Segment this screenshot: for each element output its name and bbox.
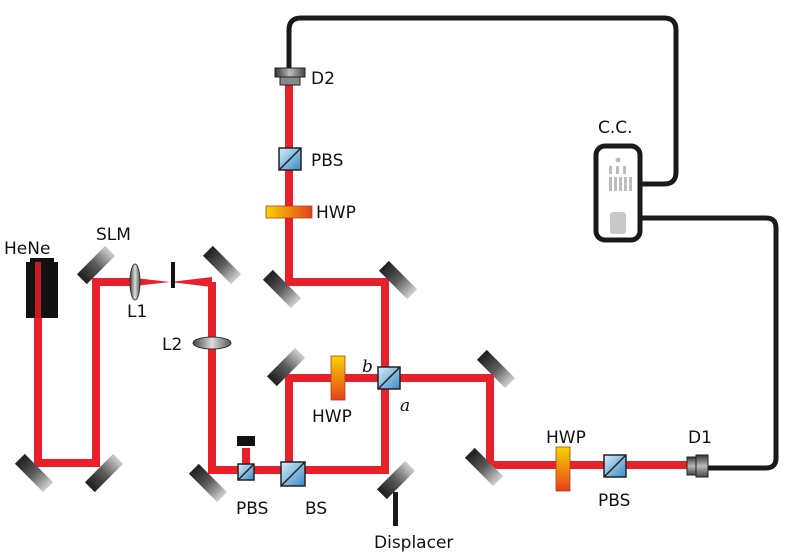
label-l1: L1 <box>127 302 147 322</box>
cable-d2-to-cc <box>286 15 679 187</box>
label-hwp-top: HWP <box>316 203 356 223</box>
label-slm: SLM <box>96 225 131 245</box>
mirror-right-top <box>476 349 516 389</box>
cables <box>286 15 779 471</box>
mirror-top-left-loop <box>262 269 302 309</box>
mirror-inner-left <box>266 347 306 387</box>
label-displacer: Displacer <box>374 533 453 553</box>
beam-to-d1 <box>385 374 695 469</box>
labels: HeNe SLM L1 L2 D2 PBS HWP C.C. HWP b a P… <box>4 69 712 553</box>
label-port-b: b <box>362 357 373 377</box>
label-pbs-left: PBS <box>236 499 268 519</box>
cube-bs <box>280 461 306 487</box>
label-d1: D1 <box>688 428 712 448</box>
hwp-right <box>555 446 571 492</box>
beam-expand-section <box>170 277 212 287</box>
beam-dump <box>237 436 255 446</box>
beam-bs-upper-loop <box>285 374 385 470</box>
label-pbs-top: PBS <box>311 151 343 171</box>
coincidence-counter <box>593 143 643 243</box>
label-l2: L2 <box>162 335 182 355</box>
cube-pbs-top <box>278 147 302 171</box>
mirror-top-right-loop <box>378 260 418 300</box>
lens-l2 <box>192 336 232 350</box>
mirror-after-focus <box>202 245 242 285</box>
beam-l2-to-bs <box>208 70 389 474</box>
displacer-rod <box>393 492 398 526</box>
label-port-a: a <box>400 396 410 416</box>
lens-l1 <box>129 263 141 301</box>
beam-splitter-cubes <box>237 147 627 487</box>
mirrors <box>14 245 516 503</box>
mirror-bottom-2 <box>84 453 124 493</box>
beam-hene-to-slm <box>34 268 135 467</box>
mirror-bottom-left <box>14 453 54 493</box>
hene-laser <box>26 258 58 318</box>
hwp-mid <box>330 355 346 401</box>
cube-a-b <box>377 366 401 390</box>
mirror-slm <box>76 245 116 285</box>
label-pbs-right: PBS <box>598 491 630 511</box>
cube-pbs-left <box>237 463 255 481</box>
mirror-under-l2 <box>188 463 228 503</box>
mirror-right-bottom <box>464 447 504 487</box>
hwp-top <box>265 205 313 219</box>
label-hene: HeNe <box>4 239 50 259</box>
label-hwp-mid: HWP <box>312 407 352 427</box>
label-d2: D2 <box>311 69 335 89</box>
cube-pbs-right <box>603 454 627 478</box>
label-cc: C.C. <box>598 118 633 138</box>
iris <box>171 262 175 288</box>
detector-d2 <box>274 67 306 86</box>
cable-cc-to-d1 <box>637 215 779 471</box>
label-hwp-right: HWP <box>546 428 586 448</box>
detector-d1 <box>686 454 709 478</box>
label-bs: BS <box>305 499 327 519</box>
mirror-displacer <box>376 460 416 500</box>
beam-focus-section <box>135 278 170 286</box>
